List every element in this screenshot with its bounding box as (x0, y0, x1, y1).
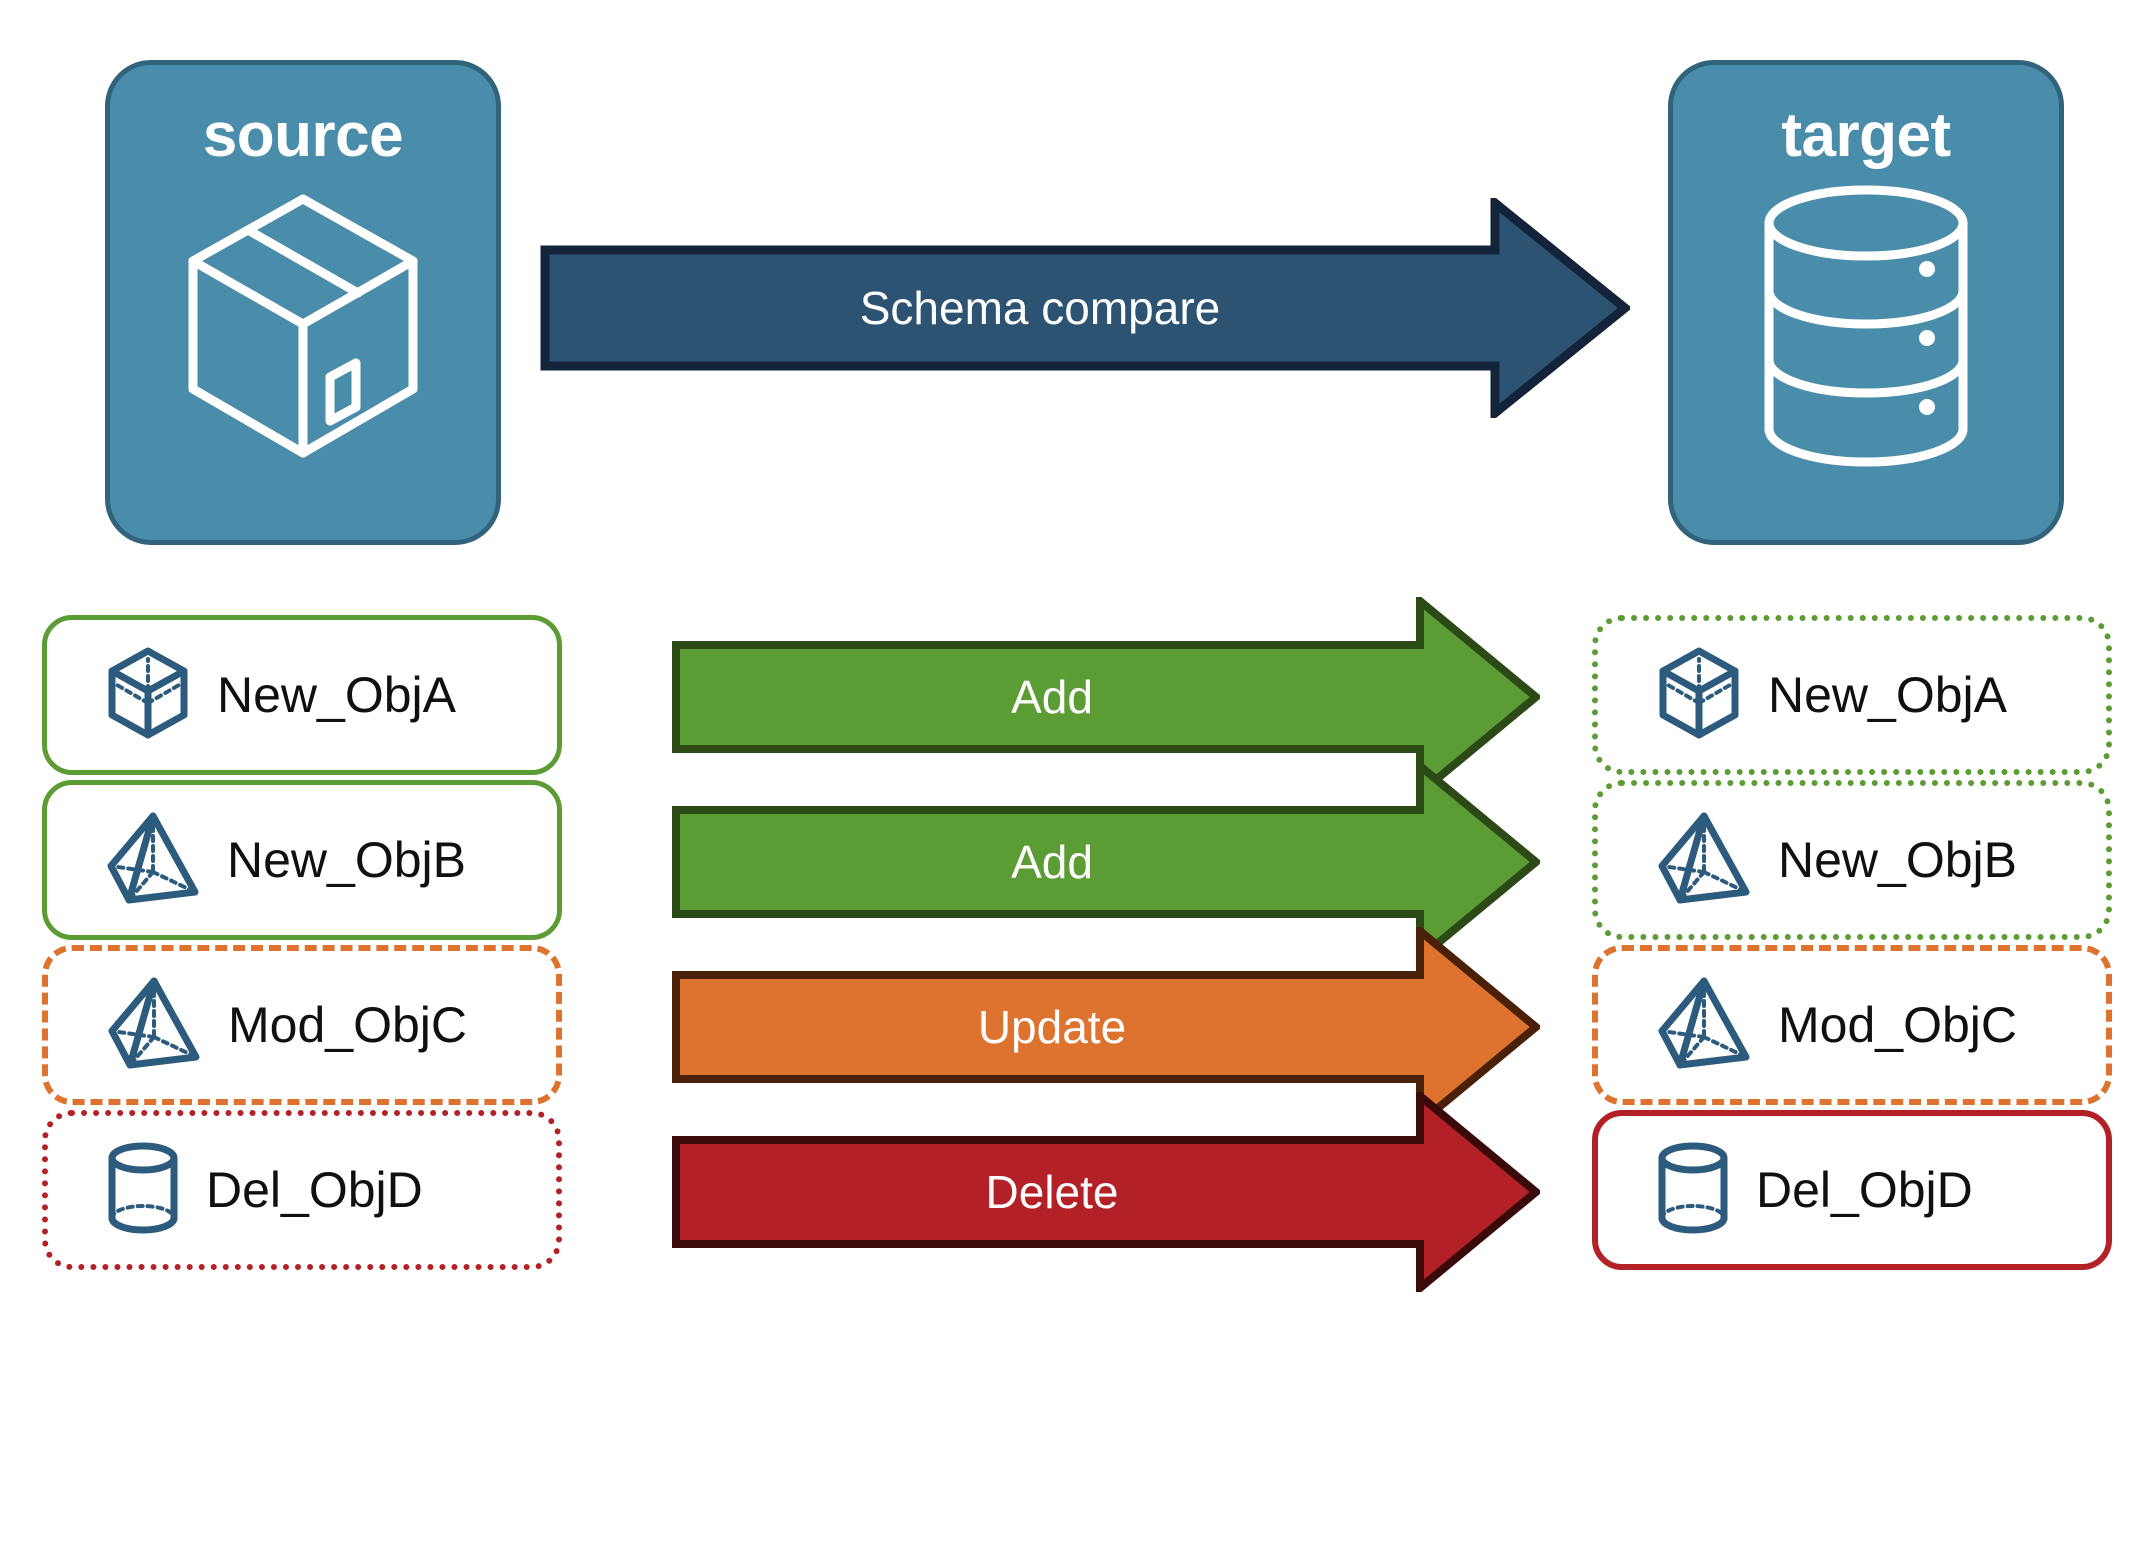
target-object-card[interactable]: New_ObjA (1592, 615, 2112, 775)
target-object-card[interactable]: Del_ObjD (1592, 1110, 2112, 1270)
source-object-card[interactable]: New_ObjA (42, 615, 562, 775)
object-row: Del_ObjD Delete Del_ObjD (0, 1087, 2150, 1340)
object-row: New_ObjA Add New_ObjA (0, 592, 2150, 845)
pyramid-wireframe-icon (106, 975, 202, 1076)
target-title: target (1781, 101, 1951, 170)
target-object-label: Del_ObjD (1756, 1162, 1973, 1218)
package-box-icon (178, 181, 428, 476)
source-object-label: New_ObjB (227, 832, 466, 888)
source-panel[interactable]: source (105, 60, 501, 545)
source-object-label: New_ObjA (217, 667, 456, 723)
source-object-card[interactable]: Mod_ObjC (42, 945, 562, 1105)
cylinder-wireframe-icon (106, 1140, 180, 1241)
source-object-card[interactable]: Del_ObjD (42, 1110, 562, 1270)
database-cylinder-icon (1751, 181, 1981, 476)
target-panel[interactable]: target (1668, 60, 2064, 545)
cube-wireframe-icon (1656, 645, 1742, 746)
source-object-label: Mod_ObjC (228, 997, 467, 1053)
source-object-label: Del_ObjD (206, 1162, 423, 1218)
pyramid-wireframe-icon (105, 810, 201, 911)
pyramid-wireframe-icon (1656, 975, 1752, 1076)
target-object-label: Mod_ObjC (1778, 997, 2017, 1053)
source-title: source (202, 101, 404, 170)
target-object-card[interactable]: New_ObjB (1592, 780, 2112, 940)
target-object-label: New_ObjB (1778, 832, 2017, 888)
target-object-label: New_ObjA (1768, 667, 2007, 723)
cube-wireframe-icon (105, 645, 191, 746)
object-row: New_ObjB Add New_ObjB (0, 757, 2150, 1010)
pyramid-wireframe-icon (1656, 810, 1752, 911)
cylinder-wireframe-icon (1656, 1140, 1730, 1241)
schema-compare-arrow[interactable]: Schema compare (540, 193, 1633, 423)
source-object-card[interactable]: New_ObjB (42, 780, 562, 940)
object-row: Mod_ObjC Update Mod_ObjC (0, 922, 2150, 1175)
target-object-card[interactable]: Mod_ObjC (1592, 945, 2112, 1105)
action-arrow-delete[interactable]: Delete (672, 1087, 1543, 1297)
